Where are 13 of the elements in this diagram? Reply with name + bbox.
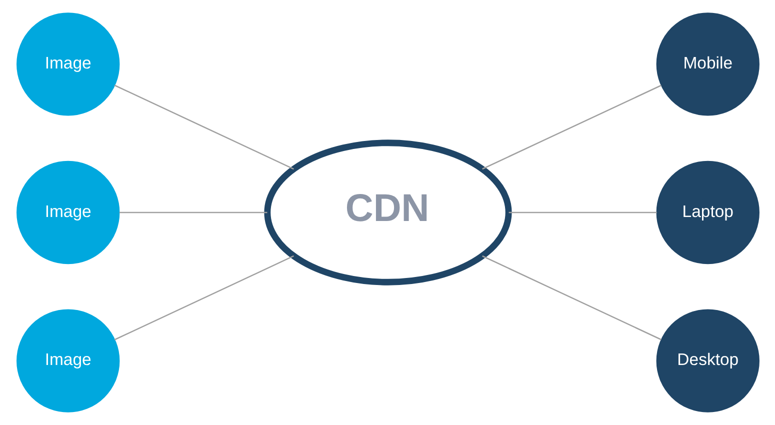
node-circle: Image	[16, 12, 120, 116]
connector	[114, 84, 294, 170]
connector	[118, 212, 267, 214]
node-circle: Mobile	[656, 12, 759, 116]
connector	[508, 212, 656, 214]
connector	[482, 84, 661, 170]
connector	[482, 255, 661, 340]
node-circle: Image	[16, 160, 120, 264]
connector	[114, 255, 294, 340]
node-circle: Laptop	[656, 160, 759, 264]
node-circle: Desktop	[656, 309, 759, 412]
node-ellipse: CDN	[264, 140, 512, 286]
node-circle: Image	[16, 309, 120, 412]
